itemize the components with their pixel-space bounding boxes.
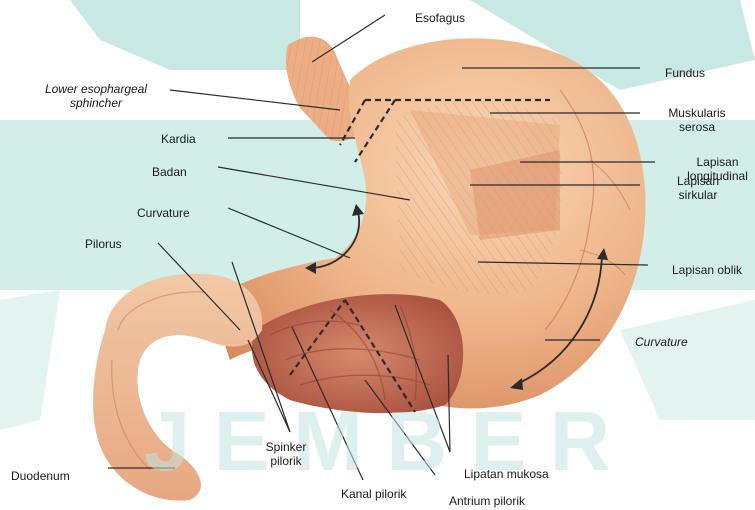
label-curvature-greater: Curvature: [635, 335, 688, 349]
label-spinker-line2: pilorik: [256, 454, 316, 468]
label-spinker-pilorik: Spinker pilorik: [256, 440, 316, 468]
label-fundus: Fundus: [665, 66, 705, 80]
label-lapisan-sirkular: Lapisan sirkular: [668, 174, 728, 202]
label-curvature-lesser: Curvature: [137, 206, 190, 220]
label-esofagus: Esofagus: [415, 11, 465, 25]
label-muskularis-line1: Muskularis: [662, 106, 732, 120]
label-lower-esophageal-sphincter: Lower esophargeal sphincher: [26, 82, 166, 110]
label-muskularis-serosa: Muskularis serosa: [662, 106, 732, 134]
label-muskularis-line2: serosa: [662, 120, 732, 134]
label-lapisan-long-line1: Lapisan: [680, 155, 755, 169]
label-badan: Badan: [152, 165, 187, 179]
label-lapisan-oblik: Lapisan oblik: [672, 263, 742, 277]
label-lapisan-sirk-line1: Lapisan: [668, 174, 728, 188]
label-spinker-line1: Spinker: [256, 440, 316, 454]
label-les-line2: sphincher: [26, 96, 166, 110]
label-les-line1: Lower esophargeal: [26, 82, 166, 96]
label-duodenum: Duodenum: [11, 469, 70, 483]
label-antrium-pilorik: Antrium pilorik: [449, 494, 525, 508]
label-pilorus: Pilorus: [85, 237, 122, 251]
label-lapisan-sirk-line2: sirkular: [668, 188, 728, 202]
label-kardia: Kardia: [161, 132, 196, 146]
label-lipatan-mukosa: Lipatan mukosa: [464, 467, 549, 481]
leader-esofagus: [312, 15, 385, 62]
label-kanal-pilorik: Kanal pilorik: [341, 487, 406, 501]
